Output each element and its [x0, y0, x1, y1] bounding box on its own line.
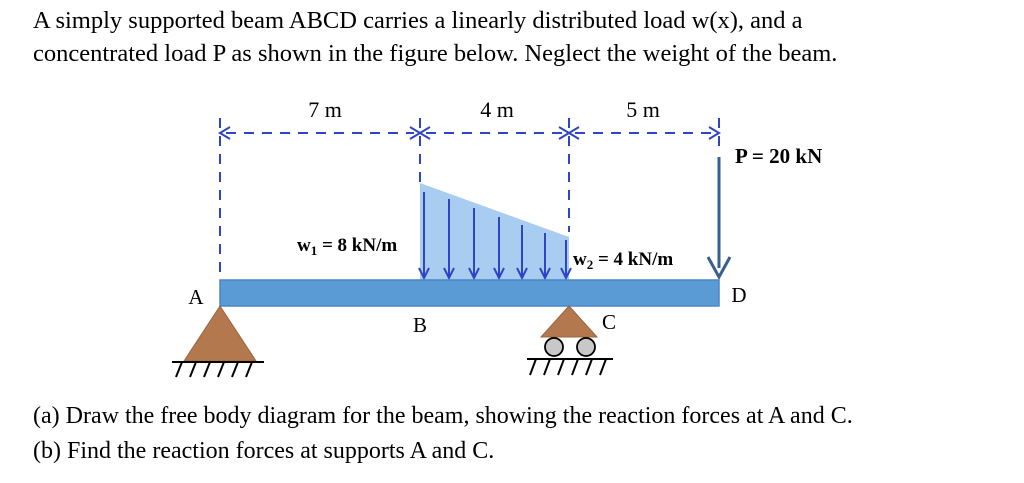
load-arrowhead — [493, 267, 505, 281]
w2-subscript: 2 — [587, 257, 594, 272]
point-label-b: B — [413, 313, 427, 337]
problem-statement: A simply supported beam ABCD carries a l… — [33, 4, 1013, 70]
dim-arrowhead — [567, 126, 580, 140]
dim-label-cd: 5 m — [626, 97, 660, 122]
load-arrowhead — [516, 267, 528, 281]
w1-symbol: w — [297, 235, 311, 256]
load-arrowhead — [560, 267, 572, 281]
point-label-d: D — [731, 283, 746, 307]
ground-hatch-c — [527, 358, 613, 376]
w1-label: w1 = 8 kN/m — [297, 235, 397, 258]
w1-value: = 8 kN/m — [317, 235, 397, 256]
point-load-label: P = 20 kN — [735, 144, 822, 168]
dim-label-bc: 4 m — [480, 97, 514, 122]
load-arrowhead — [539, 267, 551, 281]
questions: (a) Draw the free body diagram for the b… — [33, 399, 1018, 469]
w2-symbol: w — [573, 249, 587, 270]
dimension-lines — [218, 118, 721, 278]
dim-arrowhead — [418, 126, 431, 140]
dim-arrowhead — [708, 126, 721, 140]
dim-label-ab: 7 m — [308, 97, 342, 122]
beam — [219, 279, 720, 307]
load-arrowhead — [418, 267, 430, 281]
ground-hatch-a — [172, 361, 264, 378]
dim-arrowhead — [218, 126, 231, 140]
point-load-arrowhead — [706, 256, 732, 281]
problem-line-1: A simply supported beam ABCD carries a l… — [33, 7, 803, 34]
point-label-c: C — [602, 310, 616, 334]
w2-value: = 4 kN/m — [593, 249, 673, 270]
pin-support-a — [183, 305, 257, 362]
point-label-a: A — [188, 285, 204, 309]
question-a: (a) Draw the free body diagram for the b… — [33, 403, 853, 429]
load-arrowhead — [468, 267, 480, 281]
roller-wheel — [544, 337, 564, 357]
w2-label: w2 = 4 kN/m — [573, 249, 673, 272]
w1-subscript: 1 — [311, 243, 318, 258]
roller-support-c — [539, 305, 599, 338]
distributed-load-area — [420, 183, 569, 280]
question-b: (b) Find the reaction forces at supports… — [33, 438, 495, 464]
load-arrowhead — [443, 267, 455, 281]
problem-line-2: concentrated load P as shown in the figu… — [33, 40, 838, 67]
distributed-load-arrows — [418, 192, 572, 281]
roller-wheel — [576, 337, 596, 357]
